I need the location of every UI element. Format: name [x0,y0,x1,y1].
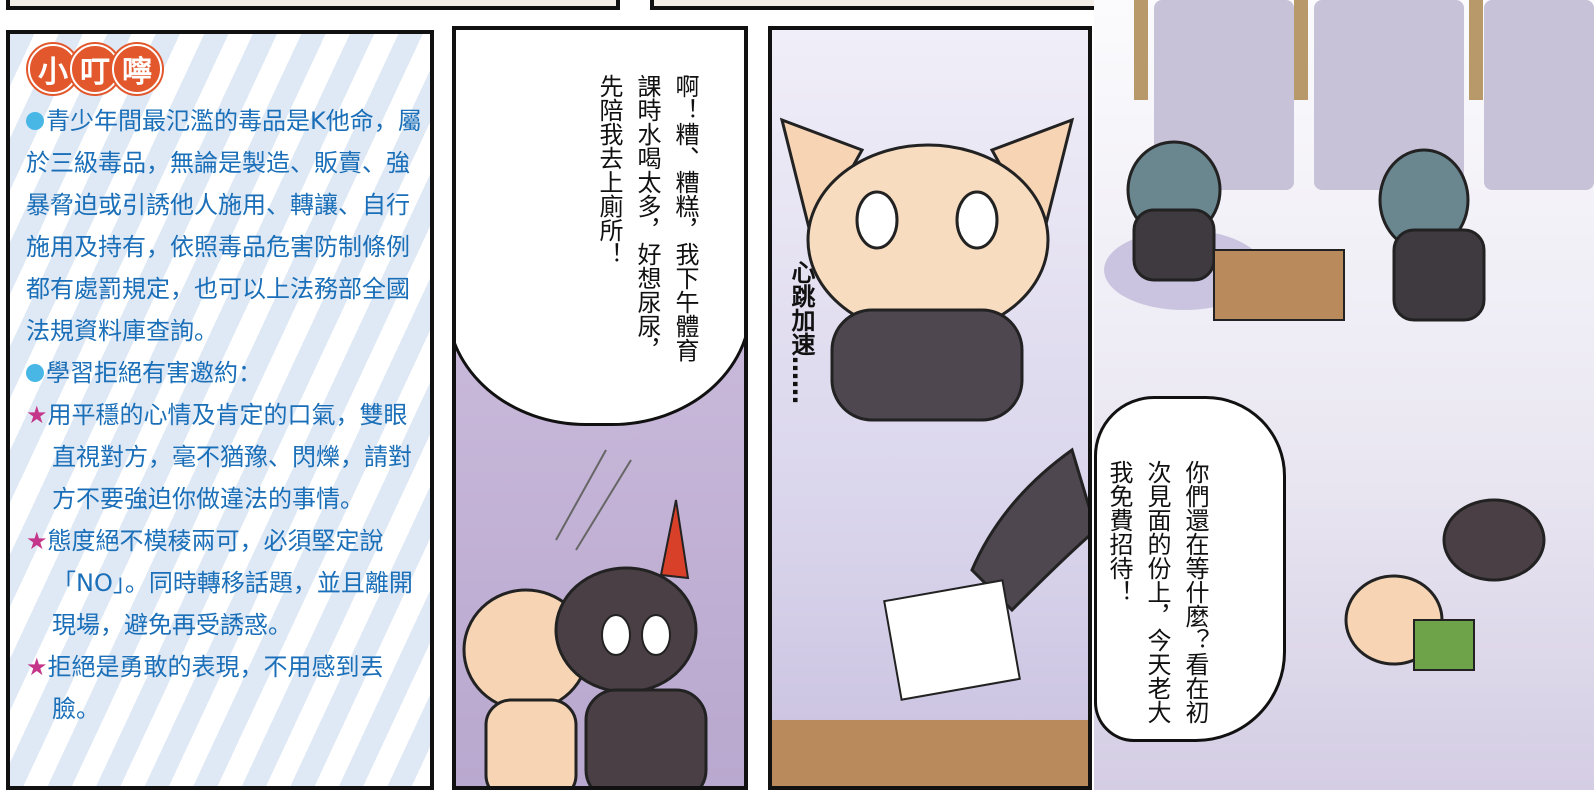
star-icon: ★ [26,401,48,429]
title-char-3: 嚀 [112,44,162,94]
speech-bubble [1094,396,1286,742]
running-cats-illustration [462,449,708,786]
tip-text-2: 學習拒絕有害邀約： [46,359,262,387]
speech-text: 啊！糟、糟糕，我下午體育課時水喝太多，好想尿尿，先陪我去上廁所！ [595,74,699,362]
star-icon: ★ [26,527,48,555]
shelf-pole [1134,0,1148,100]
comic-panel-3: 心跳加速…… [768,26,1092,790]
tip-star-text-3: 拒絕是勇敢的表現，不用感到丟臉。 [47,653,384,723]
tips-panel: 小 叮 嚀 青少年間最氾濫的毒品是K他命，屬於三級毒品，無論是製造、販賣、強暴脅… [6,30,434,790]
tip-star-item-1: ★用平穩的心情及肯定的口氣，雙眼直視對方，毫不猶豫、閃爍，請對方不要強迫你做違法… [26,394,426,520]
wolves-and-cats-illustration [1104,140,1546,671]
tip-star-text-1: 用平穩的心情及肯定的口氣，雙眼直視對方，毫不猶豫、閃爍，請對方不要強迫你做違法的… [47,401,412,513]
circle-bullet-icon [26,364,44,382]
shelf-pole [1294,0,1308,100]
tips-title: 小 叮 嚀 [28,44,162,94]
tip-paragraph-2: 學習拒絕有害邀約： [26,352,426,394]
speech-text: 你們還在等什麼？看在初次見面的份上，今天老大我免費招待！ [1105,460,1209,724]
circle-bullet-icon [26,112,44,130]
shelf-pole [1469,0,1483,100]
tip-star-text-2: 態度絕不模稜兩可，必須堅定說「NO」。同時轉移話題，並且離開現場，避免再受誘惑。 [47,527,413,639]
tips-body: 青少年間最氾濫的毒品是K他命，屬於三級毒品，無論是製造、販賣、強暴脅迫或引誘他人… [26,100,426,730]
tip-text-1: 青少年間最氾濫的毒品是K他命，屬於三級毒品，無論是製造、販賣、強暴脅迫或引誘他人… [26,107,422,345]
shelf-stack-3 [1484,0,1594,190]
star-icon: ★ [26,653,48,681]
comic-panel-2: 啊！糟、糟糕，我下午體育課時水喝太多，好想尿尿，先陪我去上廁所！ [452,26,748,790]
tip-star-item-2: ★態度絕不模稜兩可，必須堅定說「NO」。同時轉移話題，並且離開現場，避免再受誘惑… [26,520,426,646]
heartbeat-caption: 心跳加速…… [787,260,815,404]
nervous-cat-illustration [772,117,1088,786]
comic-panel-4: 你們還在等什麼？看在初次見面的份上，今天老大我免費招待！ [1094,0,1594,790]
speech-bubble [456,30,744,426]
top-panel-edge-left [6,0,620,10]
tip-paragraph-1: 青少年間最氾濫的毒品是K他命，屬於三級毒品，無論是製造、販賣、強暴脅迫或引誘他人… [26,100,426,352]
tip-star-item-3: ★拒絕是勇敢的表現，不用感到丟臉。 [26,646,426,730]
